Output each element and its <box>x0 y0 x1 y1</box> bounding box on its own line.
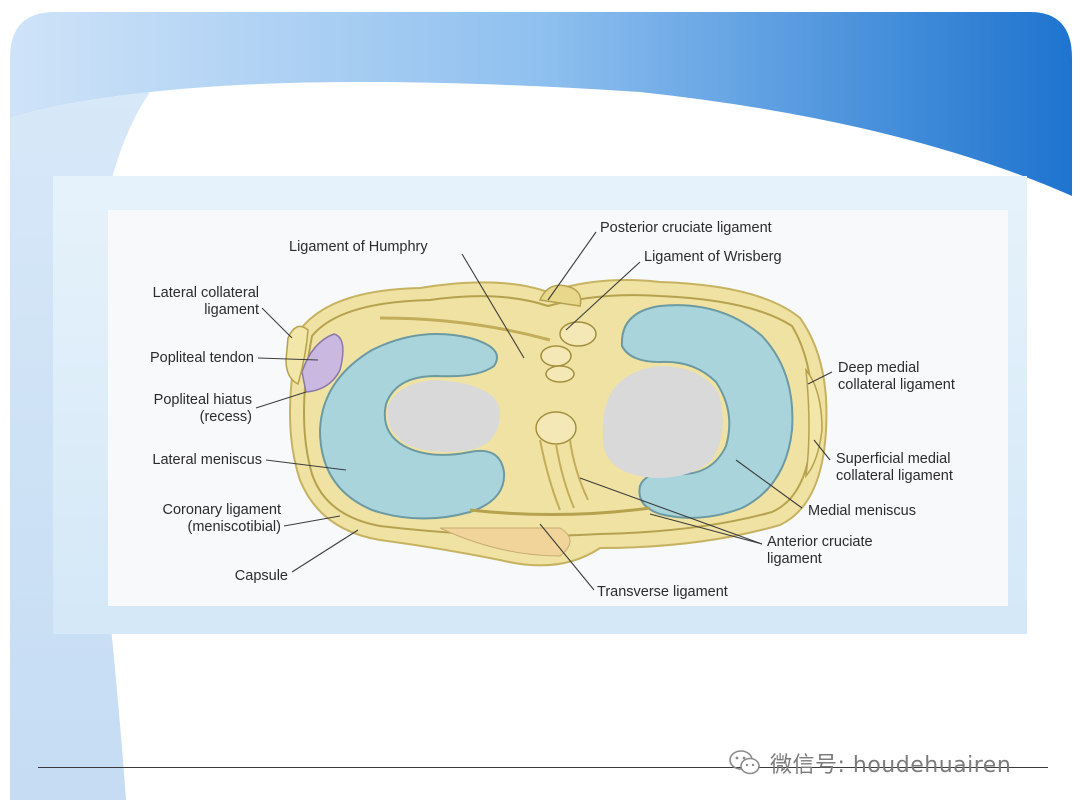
label-coronary-1: Coronary ligament <box>163 502 281 518</box>
lateral-meniscus <box>318 333 506 520</box>
medial-cartilage <box>602 366 723 478</box>
label-medial-meniscus: Medial meniscus <box>808 503 916 519</box>
medial-meniscus <box>620 304 794 519</box>
footer-divider <box>38 767 1048 768</box>
label-deep-medial-1: Deep medial <box>838 360 919 376</box>
label-lateral-collateral-1: Lateral collateral <box>153 285 259 301</box>
meniscofemoral-band <box>379 316 551 342</box>
label-superficial-medial-2: collateral ligament <box>836 468 953 484</box>
label-deep-medial-2: collateral ligament <box>838 377 955 393</box>
label-coronary-2: (meniscotibial) <box>188 519 281 535</box>
watermark: 微信号: houdehuairen <box>728 748 1011 778</box>
transverse-ligament <box>469 506 651 517</box>
wechat-icon <box>729 750 760 775</box>
label-popliteal-hiatus-1: Popliteal hiatus <box>154 392 252 408</box>
label-transverse: Transverse ligament <box>597 584 728 600</box>
label-lateral-meniscus: Lateral meniscus <box>152 452 262 468</box>
watermark-text: 微信号: houdehuairen <box>770 753 1012 778</box>
pcl-stump <box>545 365 575 383</box>
label-anterior-cruciate-2: ligament <box>767 551 822 567</box>
label-popliteal-hiatus-2: (recess) <box>200 409 252 425</box>
ligament-of-humphry-stump <box>540 345 572 367</box>
popliteal-tendon <box>301 333 344 393</box>
posterior-bulge <box>538 284 582 307</box>
leader-lines <box>255 231 833 591</box>
anterior-fat-pad <box>439 527 571 557</box>
label-humphry: Ligament of Humphry <box>289 239 428 255</box>
label-anterior-cruciate-1: Anterior cruciate <box>767 534 873 550</box>
label-capsule: Capsule <box>235 568 288 584</box>
label-lateral-collateral-2: ligament <box>204 302 259 318</box>
acl-stump <box>535 411 577 445</box>
lateral-cartilage <box>387 380 500 452</box>
medial-collateral-band <box>804 367 823 479</box>
label-posterior-cruciate: Posterior cruciate ligament <box>600 220 772 236</box>
ligament-of-wrisberg-stump <box>559 321 597 347</box>
label-wrisberg: Ligament of Wrisberg <box>644 249 782 265</box>
acl-fibers <box>539 439 589 511</box>
label-superficial-medial-1: Superficial medial <box>836 451 950 467</box>
label-popliteal-tendon: Popliteal tendon <box>150 350 254 366</box>
